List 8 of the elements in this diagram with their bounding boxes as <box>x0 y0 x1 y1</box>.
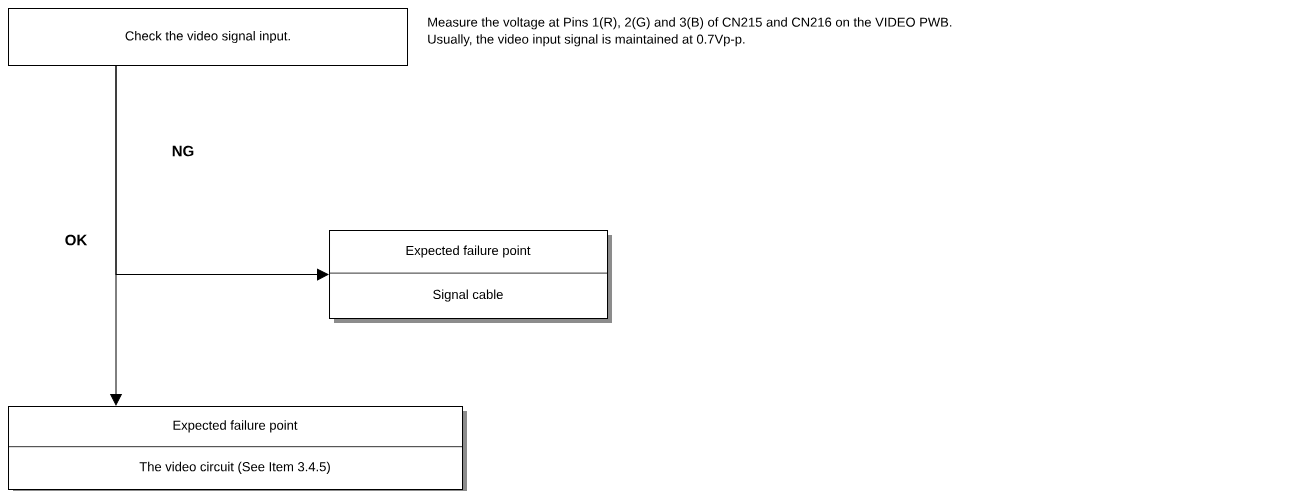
edge-label: OK <box>63 233 89 247</box>
failure-box: Expected failure point Signal cable <box>328 230 612 323</box>
note-text: Measure the voltage at Pins 1(R), 2(G) and 3(B) of CN215 and CN216 on the VIDEO PWB. <box>428 17 952 30</box>
note-text: Usually, the video input signal is maintained at 0.7Vp-p. <box>428 34 745 47</box>
edge-label: NG <box>170 144 196 158</box>
process-box: Check the video signal input. <box>8 8 408 66</box>
failure-box: Expected failure point The video circuit (See Item 3.4.5) <box>7 406 467 491</box>
arrow <box>110 65 122 406</box>
